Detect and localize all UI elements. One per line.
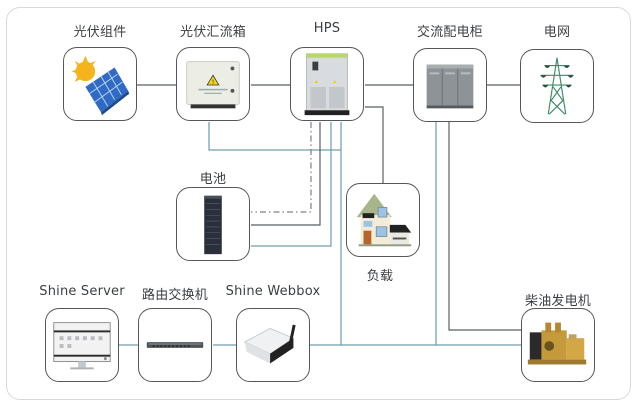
node-battery[interactable] <box>176 187 250 261</box>
power-tower-icon <box>540 57 574 115</box>
node-pv-module[interactable] <box>63 47 137 121</box>
inverter-cabinet-icon <box>304 53 350 116</box>
node-shine-webbox[interactable] <box>236 308 310 382</box>
label-shine-webbox: Shine Webbox <box>225 284 321 299</box>
solar-panel-icon <box>71 55 130 116</box>
label-ac-cabinet: 交流配电柜 <box>416 25 484 40</box>
label-diesel-generator: 柴油发电机 <box>524 294 592 309</box>
label-hps: HPS <box>313 21 341 36</box>
node-shine-server[interactable] <box>45 308 119 382</box>
label-shine-server: Shine Server <box>39 284 125 299</box>
node-grid[interactable] <box>520 49 594 123</box>
distribution-cabinet-icon <box>426 64 474 109</box>
network-switch-icon <box>146 342 204 348</box>
wire-hps-battery-comm <box>251 122 332 247</box>
monitor-icon <box>53 322 111 370</box>
svg-text:!: ! <box>212 80 214 86</box>
node-ac-cabinet[interactable] <box>413 48 487 122</box>
label-battery: 电池 <box>199 172 227 187</box>
wire-hps-battery-dashdot <box>251 122 312 213</box>
wire-hps-to-load <box>365 106 384 183</box>
wire-ac-cabinet-to-generator <box>448 122 521 331</box>
house-icon <box>356 193 412 247</box>
node-hps[interactable] <box>290 47 364 121</box>
node-diesel-generator[interactable] <box>521 308 595 382</box>
label-grid: 电网 <box>543 25 571 40</box>
label-router: 路由交换机 <box>141 288 209 303</box>
wire-hps-battery-power <box>251 122 321 226</box>
wire-combiner-comm <box>208 122 341 151</box>
generator-icon <box>527 322 587 365</box>
node-pv-combiner[interactable]: ! <box>176 47 250 121</box>
combiner-box-icon: ! <box>186 61 240 109</box>
battery-rack-icon <box>204 195 222 255</box>
wifi-router-icon <box>243 324 296 364</box>
node-router[interactable] <box>138 308 212 382</box>
label-load: 负载 <box>366 269 394 284</box>
label-pv-combiner: 光伏汇流箱 <box>179 25 247 40</box>
node-load[interactable] <box>346 183 420 257</box>
label-pv-module: 光伏组件 <box>73 25 127 40</box>
